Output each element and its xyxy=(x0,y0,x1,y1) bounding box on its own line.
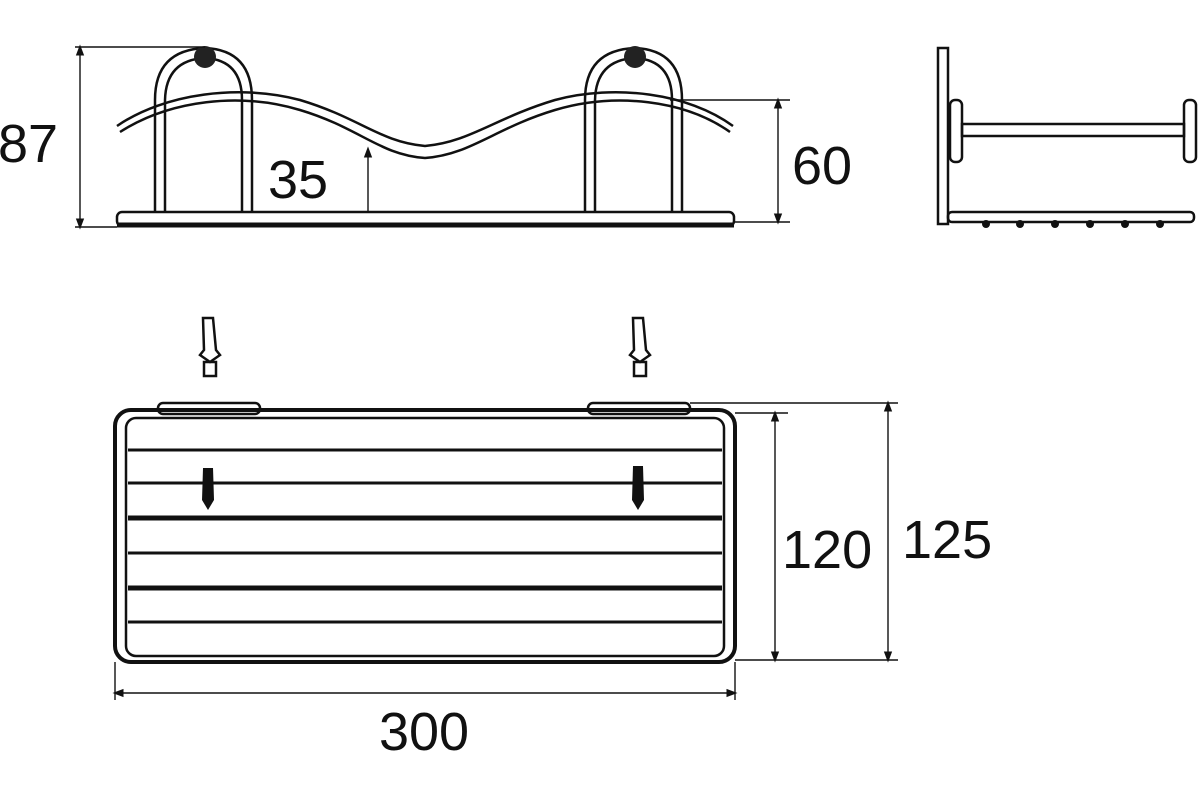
screw-head-icon xyxy=(624,46,646,68)
dim-total-height: 87 xyxy=(0,114,58,174)
right-bracket xyxy=(583,46,684,212)
wave-rail xyxy=(116,91,734,160)
dim-outer-depth: 125 xyxy=(902,510,992,570)
screw-icon xyxy=(632,466,644,510)
front-view: 87 35 60 xyxy=(0,44,852,230)
wall-plug-icon xyxy=(628,316,652,378)
dim-width: 300 xyxy=(379,702,469,762)
dim-center-height: 35 xyxy=(268,150,328,210)
screw-head-icon xyxy=(194,46,216,68)
dim-inner-depth: 120 xyxy=(782,520,872,580)
plan-view: 120 125 300 xyxy=(112,400,992,762)
left-bracket xyxy=(153,46,254,212)
side-view xyxy=(936,46,1198,228)
dim-rail-height: 60 xyxy=(792,136,852,196)
wall-plug-icon xyxy=(198,316,222,378)
screw-icon xyxy=(202,468,214,510)
